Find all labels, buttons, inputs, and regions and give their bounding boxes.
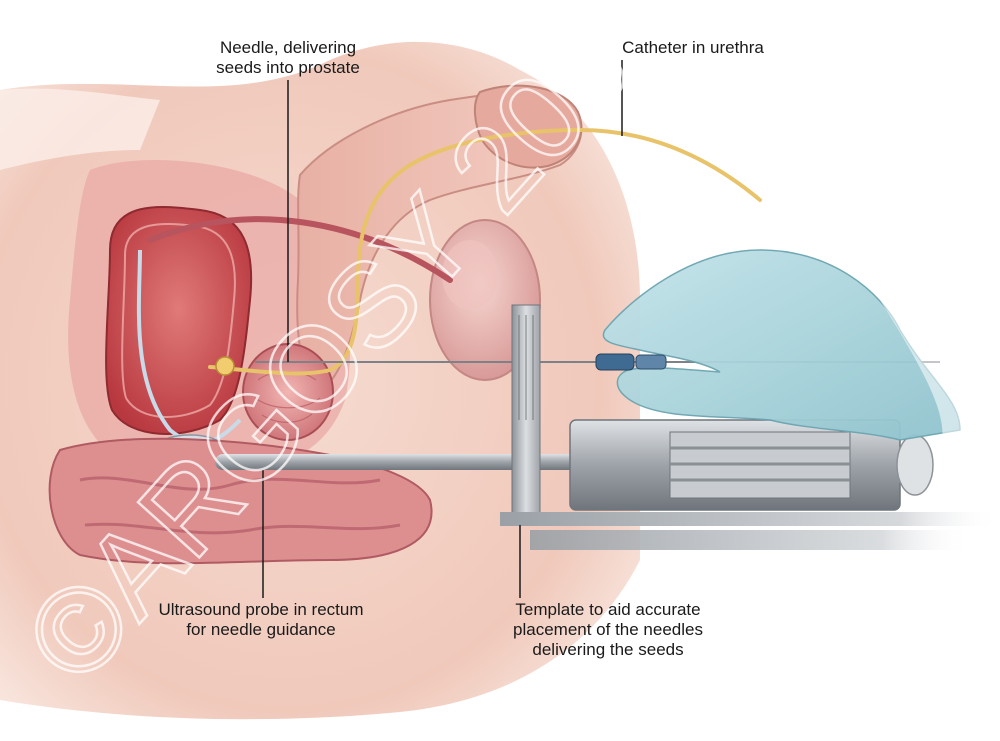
label-probe-line1: Ultrasound probe in rectum <box>158 600 364 619</box>
label-needle: Needle, delivering seeds into prostate <box>188 38 388 78</box>
vas-deferens <box>147 216 453 283</box>
vas-deferens-2 <box>136 249 242 446</box>
template-grid <box>518 315 534 420</box>
leader-lines <box>262 60 623 598</box>
stepper-lower-rail <box>530 530 970 550</box>
glans <box>474 84 583 169</box>
label-template-line3: delivering the seeds <box>532 640 684 659</box>
needle-hub <box>595 353 635 371</box>
label-catheter-line1: Catheter in urethra <box>622 38 764 57</box>
penis-shaft <box>296 91 583 392</box>
stepper-rods <box>670 446 850 482</box>
ultrasound-probe <box>215 454 590 470</box>
label-catheter: Catheter in urethra <box>598 38 788 58</box>
label-template-line2: placement of the needles <box>513 620 703 639</box>
label-probe-line2: for needle guidance <box>186 620 336 639</box>
body-fade <box>0 88 160 170</box>
rectum-folds <box>79 476 401 535</box>
label-probe: Ultrasound probe in rectum for needle gu… <box>136 600 386 640</box>
bladder <box>105 206 253 435</box>
catheter <box>208 127 762 376</box>
stepper-endcap <box>896 434 934 496</box>
testis-inner <box>442 240 498 310</box>
label-template: Template to aid accurate placement of th… <box>478 600 738 660</box>
label-needle-line2: seeds into prostate <box>216 58 360 77</box>
label-needle-line1: Needle, delivering <box>219 38 357 57</box>
catheter-balloon <box>215 356 235 376</box>
stepper-base-rail <box>500 512 1000 526</box>
label-template-line1: Template to aid accurate <box>515 600 701 619</box>
gloved-hand <box>602 249 961 441</box>
glove-fade <box>880 300 1000 460</box>
needle-hub-2 <box>635 354 667 370</box>
